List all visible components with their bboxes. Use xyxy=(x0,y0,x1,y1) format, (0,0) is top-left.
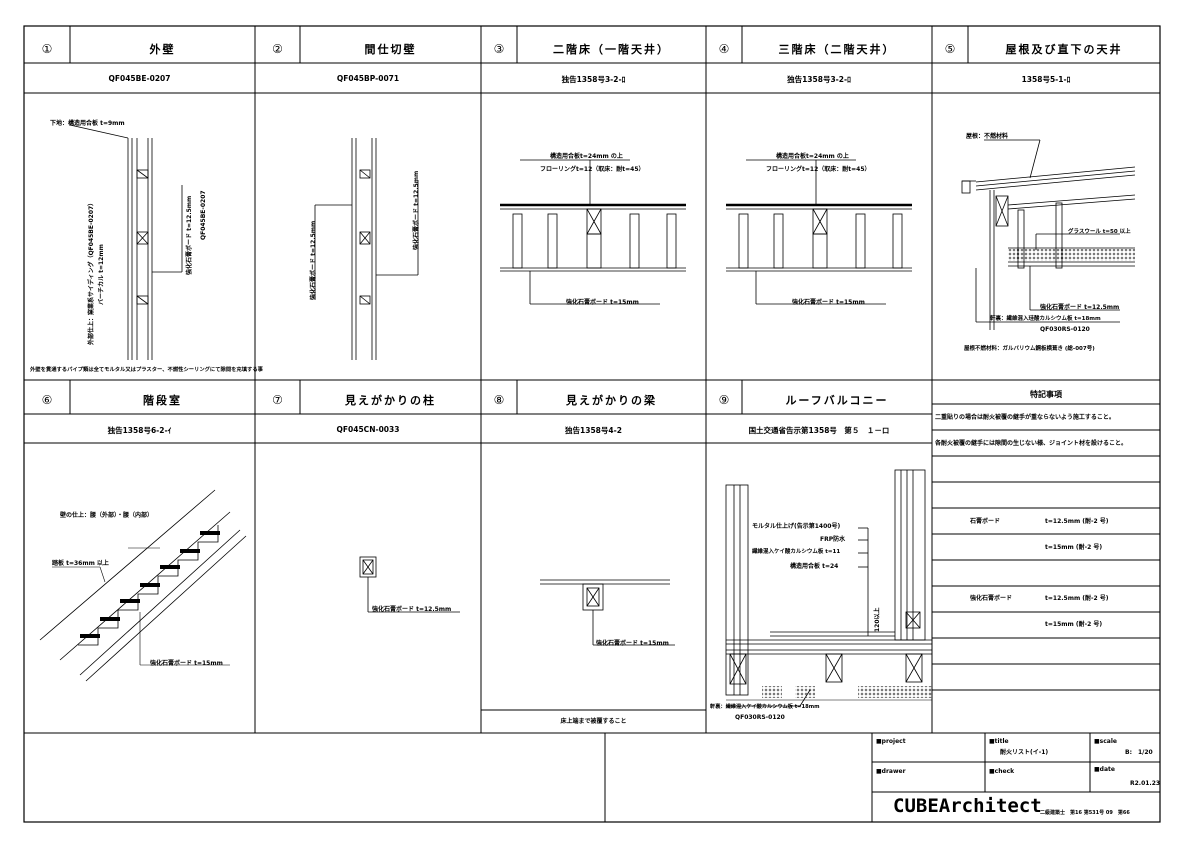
drawer-label: ■drawer xyxy=(876,768,906,775)
p8-label-board: 強化石膏ボード t=15mm xyxy=(596,640,669,647)
p1-footnote: 外壁を貫通するパイプ類は全てモルタル又はプラスター、不燃性シーリングにて隙間を充… xyxy=(30,367,263,373)
panel-7-code: QF045CN-0033 xyxy=(336,425,400,434)
panel-2-number: ② xyxy=(272,42,283,56)
panel-7-title: 見えがかりの柱 xyxy=(345,394,436,407)
p1-label-finish: 外部仕上：窯業系サイディング（QF045BE-0207） xyxy=(88,199,95,345)
date-value: R2.01.23 xyxy=(1130,780,1161,787)
notes-row1-b: t=15mm (耐-2 号) xyxy=(1045,544,1103,551)
p1-label-vertical: バーチカル t=12mm xyxy=(98,244,105,305)
p1-label-code: QF045BE-0207 xyxy=(200,190,207,240)
p4-label-plywood: 構造用合板t=24mm の上 xyxy=(776,153,849,160)
title-value: 耐火リスト(イ-1) xyxy=(1000,749,1049,756)
panel-2-code: QF045BP-0071 xyxy=(336,74,400,83)
panel-6-code: 独告1358号6-2-ｲ xyxy=(107,426,172,435)
panel-3-code: 独告1358号3-2-ﾛ xyxy=(561,75,626,84)
p7-label-board: 強化石膏ボード t=12.5mm xyxy=(372,606,452,613)
panel-1-code: QF045BE-0207 xyxy=(108,74,171,83)
p1-label-base: 下地：構造用合板 t=9mm xyxy=(50,120,125,127)
p5-label-glasswool: グラスウール t=50 以上 xyxy=(1068,229,1131,235)
p9-label-calcium: 繊維混入ケイ酸カルシウム板 t=11 xyxy=(752,549,841,555)
p9-label-soffit: 軒裏：繊維混入ケイ酸カルシウム板 t=18mm xyxy=(710,704,820,710)
notes-line-2: 各耐火被覆の継手には隙間の生じない様、ジョイント材を設けること。 xyxy=(935,440,1128,447)
p4-label-board: 強化石膏ボード t=15mm xyxy=(792,299,865,306)
panel-6-number: ⑥ xyxy=(41,393,53,407)
scale-value: B: 1/20 xyxy=(1125,749,1153,756)
notes-line-1: 二重貼りの場合は耐火被覆の継手が重ならないよう施工すること。 xyxy=(935,414,1115,421)
panel-8-title: 見えがかりの梁 xyxy=(566,394,657,407)
p5-label-soffit-code: QF030RS-0120 xyxy=(1040,326,1090,333)
notes-title: 特記事項 xyxy=(1030,390,1062,399)
company-logo: CUBEArchitect xyxy=(893,795,1042,817)
p1-label-board: 強化石膏ボード t=12.5mm xyxy=(186,195,193,275)
panel-1-title: 外壁 xyxy=(149,43,176,56)
p4-label-flooring: フローリングt=12（取床：耐t=45） xyxy=(766,166,871,173)
p9-label-height: 120以上 xyxy=(874,607,881,632)
notes-row1-name: 石膏ボード xyxy=(970,518,1001,525)
office-registration: 二級建築士 第16 第531号 09 第66 xyxy=(1040,810,1130,816)
panel-8-number: ⑧ xyxy=(493,393,505,407)
notes-row2-name: 強化石膏ボード xyxy=(970,595,1013,602)
panel-5-code: 1358号5-1-ﾛ xyxy=(1021,75,1071,84)
p2-label-left: 強化石膏ボード t=12.5mm xyxy=(310,220,317,300)
p6-label-board: 強化石膏ボード t=15mm xyxy=(150,660,223,667)
p6-label-wall: 壁の仕上：腰（外部）・腰（内部） xyxy=(60,512,154,519)
p3-label-flooring: フローリングt=12（取床：耐t=45） xyxy=(540,166,645,173)
p9-label-soffit-code: QF030RS-0120 xyxy=(735,714,785,721)
p5-label-soffit: 軒裏：繊維混入珪酸カルシウム板 t=18mm xyxy=(990,316,1101,322)
p9-label-frp: FRP防水 xyxy=(820,536,846,543)
panel-3-number: ③ xyxy=(493,42,505,56)
date-label: ■date xyxy=(1094,766,1115,773)
panel-9-title: ルーフバルコニー xyxy=(785,394,889,407)
p6-label-tread: 踏板 t=36mm 以上 xyxy=(52,560,109,567)
p9-label-mortar: モルタル仕上げ(告示第1400号) xyxy=(752,523,841,530)
p3-label-board: 強化石膏ボード t=15mm xyxy=(566,299,639,306)
panel-9-number: ⑨ xyxy=(718,393,730,407)
p5-label-board: 強化石膏ボード t=12.5mm xyxy=(1040,304,1120,311)
panel-3-title: 二階床（一階天井） xyxy=(553,43,670,56)
notes-row2-b: t=15mm (耐-2 号) xyxy=(1045,621,1103,628)
p5-label-roofing: 屋根不燃材料：ガルバリウム鋼板横葺き (総-007号) xyxy=(964,346,1095,352)
panel-8-code: 独告1358号4-2 xyxy=(565,426,622,435)
panel-4-title: 三階床（二階天井） xyxy=(778,43,896,56)
p5-label-roof: 屋根：不燃材料 xyxy=(966,133,1009,140)
panel-9-code: 国土交通省告示第1358号 第５ １－ロ xyxy=(748,426,890,435)
panel-1-number: ① xyxy=(41,42,53,56)
check-label: ■check xyxy=(989,768,1015,775)
p2-label-right: 強化石膏ボード t=12.5mm xyxy=(413,170,420,250)
notes-row1-a: t=12.5mm (耐-2 号) xyxy=(1045,518,1109,525)
panel-5-title: 屋根及び直下の天井 xyxy=(1005,43,1123,56)
p9-label-plywood: 構造用合板 t=24 xyxy=(790,563,839,570)
title-label: ■title xyxy=(989,738,1009,745)
panel-5-number: ⑤ xyxy=(944,42,956,56)
project-label: ■project xyxy=(876,738,906,745)
panel-6-title: 階段室 xyxy=(143,394,182,407)
p3-label-plywood: 構造用合板t=24mm の上 xyxy=(550,153,623,160)
panel-7-number: ⑦ xyxy=(272,393,283,407)
panel-2-title: 間仕切壁 xyxy=(364,43,417,56)
scale-label: ■scale xyxy=(1094,738,1117,745)
notes-row2-a: t=12.5mm (耐-2 号) xyxy=(1045,595,1109,602)
panel-4-code: 独告1358号3-2-ﾛ xyxy=(787,75,851,84)
p8-footnote: 床上端まで被覆すること xyxy=(560,718,627,725)
panel-4-number: ④ xyxy=(718,42,730,56)
